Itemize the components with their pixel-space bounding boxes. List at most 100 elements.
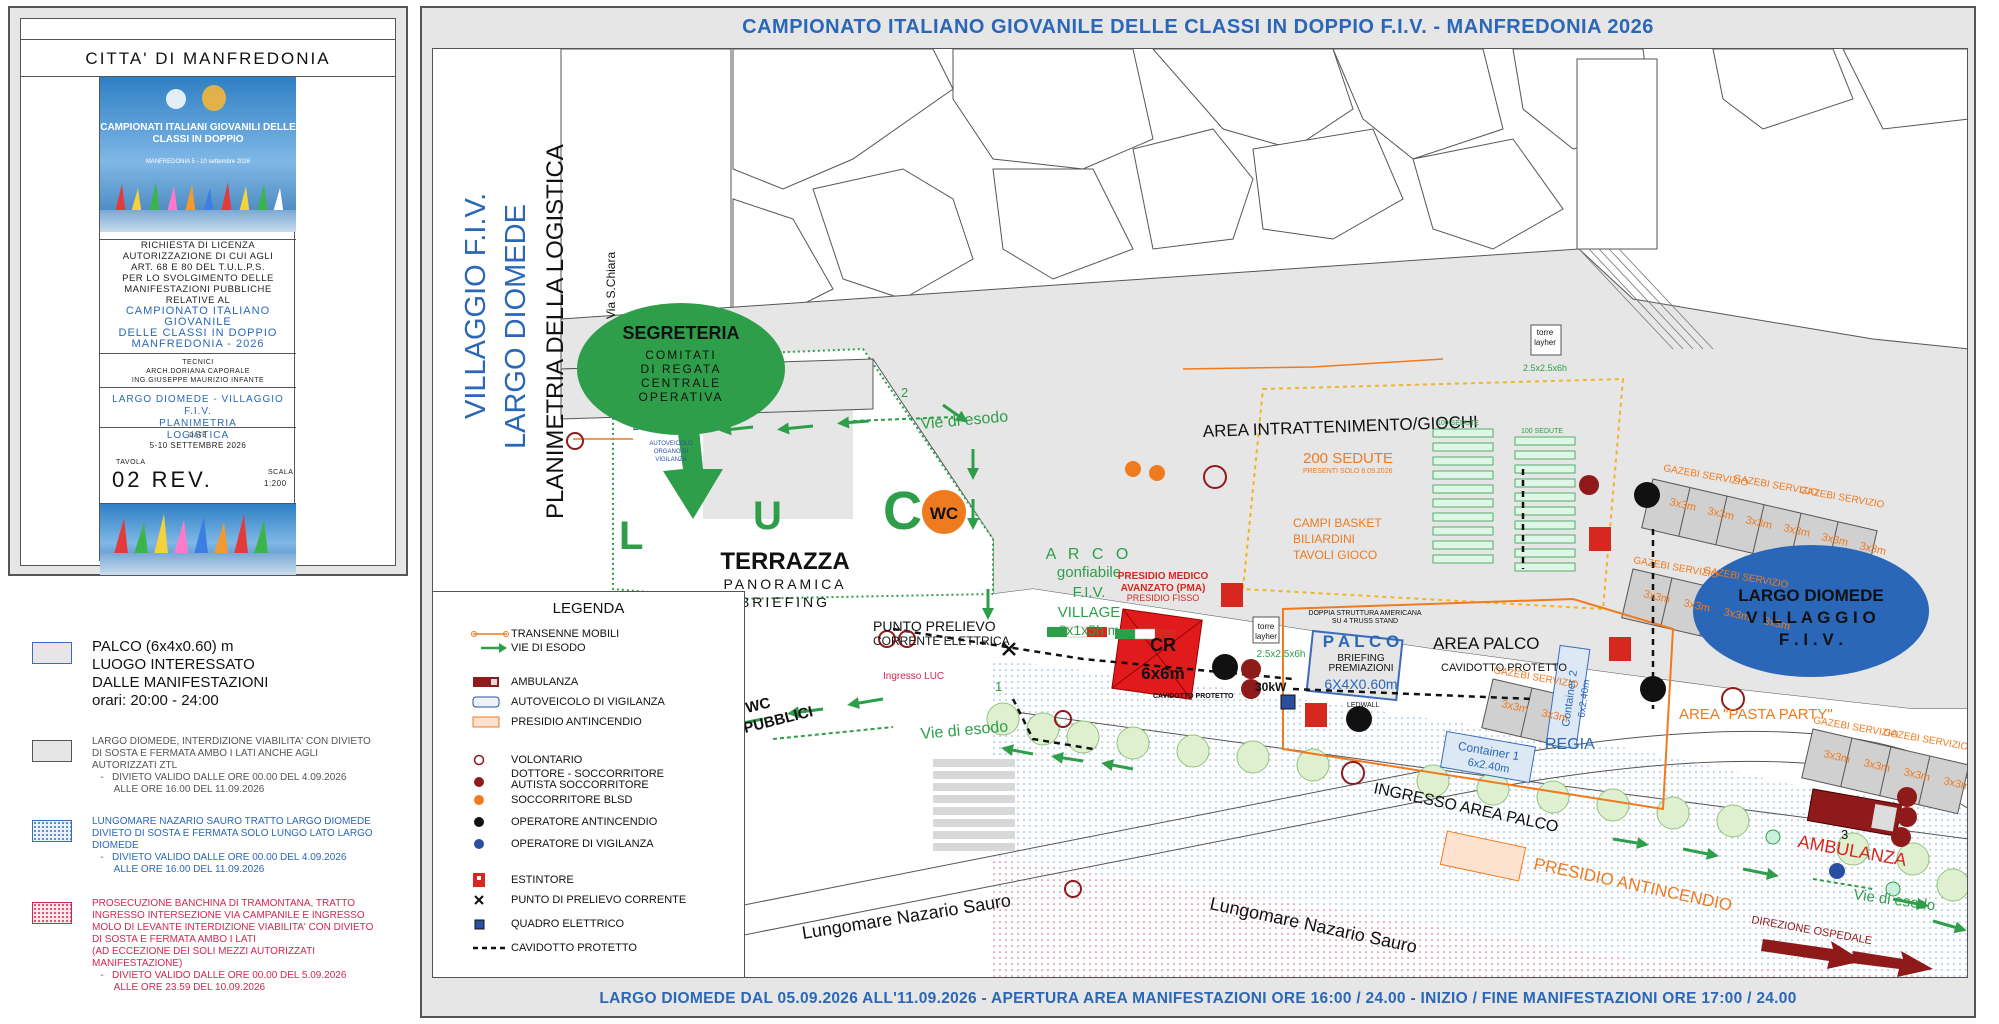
svg-text:SU 4 TRUSS STAND: SU 4 TRUSS STAND [1332, 618, 1398, 625]
svg-text:TAVOLI GIOCO: TAVOLI GIOCO [1293, 548, 1377, 562]
staff-markers [1125, 461, 1917, 897]
tecnici-block: TECNICI ARCH.DORIANA CAPORALE ING.GIUSEP… [100, 353, 296, 387]
palco-swatch [32, 642, 72, 664]
banchina-swatch [32, 902, 72, 924]
svg-text:6x6m: 6x6m [1141, 664, 1184, 683]
svg-text:100 SEDUTE: 100 SEDUTE [1521, 428, 1563, 435]
gazebo-size-5: 3x3m [1820, 531, 1849, 549]
scala-label: SCALA [268, 469, 294, 476]
wc-label: WC [930, 504, 958, 523]
lungomare-legend-text: LUNGOMARE NAZARIO SAURO TRATTO LARGO DIO… [92, 816, 373, 875]
gazebo-size-13: 3x3m [1822, 748, 1851, 766]
electric-panel-icon [474, 919, 485, 930]
escape-route-arrows [719, 403, 1967, 934]
segreteria-ellipse [577, 303, 785, 435]
power-point-icon [474, 895, 484, 905]
sedute-label: 200 SEDUTE [1303, 450, 1393, 467]
tree-row [986, 702, 1967, 902]
sails-graphic-bottom [114, 514, 268, 554]
svg-text:BRIEFING: BRIEFING [740, 594, 830, 610]
gazebo-size-10: 3x3m [1762, 615, 1791, 633]
gazebo-size-1: 3x3m [1668, 496, 1697, 514]
torre-label-1: torre [1537, 328, 1554, 337]
volunteer-icon [473, 754, 485, 766]
svg-text:DI REGATA: DI REGATA [641, 362, 722, 376]
vertical-title-1: VILLAGGIO F.I.V. [460, 193, 492, 419]
svg-text:BILIARDINI: BILIARDINI [1293, 532, 1355, 546]
legend-volontario: VOLONTARIO [471, 752, 582, 768]
torre-size-2: 2.5x2.5x6h [1257, 649, 1306, 660]
gazebo-size-3: 3x3m [1744, 514, 1773, 532]
stairs [1578, 248, 1714, 350]
scale-value: 1:200 [264, 479, 287, 488]
esodo-number-1: 1 [995, 679, 1002, 694]
torre-size-1: 2.5x2.5x6h [1523, 363, 1567, 373]
pasta-party-label: AREA "PASTA PARTY" [1679, 706, 1833, 723]
gazebo-size-9: 3x3m [1722, 606, 1751, 624]
lungomare-label-1: Lungomare Nazario Sauro [800, 890, 1012, 943]
svg-text:6x2.40m: 6x2.40m [1576, 679, 1592, 719]
legend-ambulanza: AMBULANZA [471, 674, 578, 690]
escape-dashed-lines [772, 416, 1874, 890]
extinguisher-markers [1221, 527, 1631, 727]
wc-circle [922, 490, 966, 534]
legend-antincendio: OPERATORE ANTINCENDIO [471, 814, 657, 830]
torre-label-2: torre [1258, 622, 1275, 631]
map-legend: LEGENDA TRANSENNE MOBILI VIE DI ESODO AM… [433, 591, 745, 977]
svg-text:PRESENTI SOLO 6.09.2026: PRESENTI SOLO 6.09.2026 [1303, 468, 1393, 475]
largo-diomede-legend-text: LARGO DIOMEDE, INTERDIZIONE VIABILITA' C… [92, 736, 371, 795]
poster-title: CAMPIONATI ITALIANI GIOVANILI DELLE CLAS… [100, 122, 296, 145]
legend-prelievo: PUNTO DI PRELIEVO CORRENTE [471, 892, 686, 908]
event-poster-image: CAMPIONATI ITALIANI GIOVANILI DELLE CLAS… [100, 77, 296, 232]
wc-pubblici-label-1: WC [744, 694, 773, 717]
gazebo-size-4: 3x3m [1782, 522, 1811, 540]
esodo-number-3: 3 [1841, 827, 1848, 842]
gazebo-size-8: 3x3m [1682, 597, 1711, 615]
fire-operator-icon [474, 817, 484, 827]
legend-estintore: ESTINTORE [471, 872, 574, 888]
gazebo-size-6: 3x3m [1858, 540, 1887, 558]
city-name: CITTA' DI MANFREDONIA [21, 39, 395, 77]
legend-vigilanza: OPERATORE DI VIGILANZA [471, 836, 654, 852]
ambulance-vehicle [1806, 788, 1903, 837]
svg-text:V I L L A G G I O: V I L L A G G I O [1746, 608, 1875, 627]
main-title: CAMPIONATO ITALIANO GIOVANILE DELLE CLAS… [742, 16, 1654, 38]
map-labels: VILLAGGIO F.I.V. LARGO DIOMEDE PLANIMETR… [460, 144, 1967, 957]
svg-text:PRESIDIO FISSO: PRESIDIO FISSO [1127, 593, 1200, 603]
legend-presidio-antincendio: PRESIDIO ANTINCENDIO [471, 714, 642, 730]
vigilance-operator-icon [474, 839, 484, 849]
arco-label: A R C O [1046, 546, 1133, 563]
legend-cavidotto: CAVIDOTTO PROTETTO [471, 940, 637, 956]
cavidotto-label-1: CAVIDOTTO PROTETTO [1153, 693, 1234, 700]
luc-letter-u: U [753, 494, 782, 538]
quadro-elettrico [1280, 694, 1296, 710]
main-sheet: CAMPIONATO ITALIANO GIOVANILE DELLE CLAS… [420, 6, 1976, 1018]
svg-text:AVANZATO (PMA): AVANZATO (PMA) [1121, 583, 1206, 594]
giochi-label-1: CAMPI BASKET [1293, 516, 1382, 530]
cr-label: CR [1150, 635, 1176, 655]
svg-text:6X4X0.60m: 6X4X0.60m [1324, 676, 1397, 692]
cable-duct-icon [473, 946, 507, 950]
power-point-cross [1002, 642, 1016, 656]
doppia-struttura-label: DOPPIA STRUTTURA AMERICANA [1308, 610, 1422, 617]
gazebo-group-3 [1801, 728, 1967, 815]
lungomare-swatch [32, 820, 72, 842]
title-block: CITTA' DI MANFREDONIA CAMPIONATI ITALIAN… [8, 6, 408, 576]
document-column: CAMPIONATI ITALIANI GIOVANILI DELLE CLAS… [99, 77, 296, 575]
gazebo-size-14: 3x3m [1862, 757, 1891, 775]
fiv-logo-icon [166, 89, 186, 109]
doctor-icon [474, 777, 484, 787]
site-map: VILLAGGIO F.I.V. LARGO DIOMEDE PLANIMETR… [432, 48, 1968, 978]
extinguisher-icon [473, 873, 485, 887]
svg-text:CORRENTE ELETTRICA: CORRENTE ELETTRICA [873, 634, 1010, 648]
svg-text:VILLAGE: VILLAGE [1058, 604, 1121, 621]
sails-graphic [114, 182, 284, 216]
gazebo-size-12: 3x3m [1540, 707, 1569, 725]
svg-text:PREMIAZIONI: PREMIAZIONI [1328, 663, 1393, 674]
svg-text:8x1x5h m: 8x1x5h m [1059, 622, 1120, 638]
ledwall-label: LEDWALL [1347, 702, 1380, 709]
